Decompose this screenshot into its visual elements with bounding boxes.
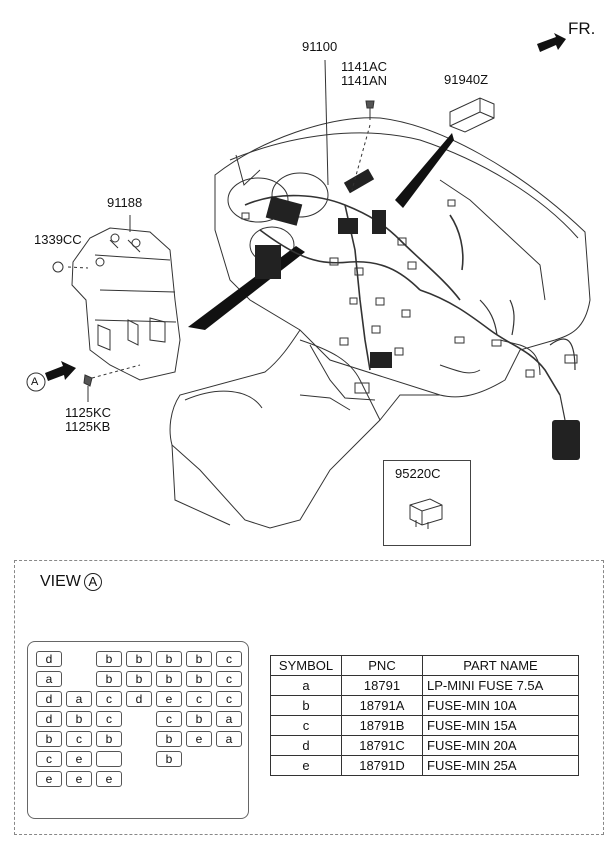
view-title-text: VIEW <box>40 573 81 590</box>
fuse-slot: c <box>66 731 92 747</box>
table-cell-symbol: c <box>270 715 342 736</box>
part-label-1141an: 1141AN <box>341 73 388 88</box>
fuse-slot: b <box>96 671 122 687</box>
fuse-slot: e <box>156 691 182 707</box>
fuse-panel: d b b b b c a b b b b c d a c d e c c d … <box>27 641 249 819</box>
dashboard-outline <box>214 117 591 398</box>
fuse-slot: e <box>66 771 92 787</box>
fuse-slot: e <box>36 771 62 787</box>
dashboard-wiring-drawing <box>26 33 591 529</box>
fuse-slot: e <box>186 731 212 747</box>
table-header-pnc: PNC <box>341 655 423 676</box>
part-label-91940z: 91940Z <box>444 72 489 87</box>
part-label-1125kc: 1125KC <box>65 405 112 420</box>
part-label-1125kb: 1125KB <box>65 419 111 434</box>
table-header-symbol: SYMBOL <box>270 655 342 676</box>
fuse-slot: c <box>96 691 122 707</box>
fuse-slot: b <box>36 731 62 747</box>
table-cell-part-name: FUSE-MIN 10A <box>422 695 579 716</box>
fuse-slot: b <box>156 731 182 747</box>
part-box-95220c: 95220C <box>383 460 471 546</box>
table-row: d 18791C FUSE-MIN 20A <box>270 735 579 756</box>
table-cell-symbol: b <box>270 695 342 716</box>
fuse-slot: b <box>96 731 122 747</box>
table-header-part-name: PART NAME <box>422 655 579 676</box>
table-row: b 18791A FUSE-MIN 10A <box>270 695 579 716</box>
fuse-slot: a <box>216 711 242 727</box>
fuse-slot: d <box>36 711 62 727</box>
part-label-95220c: 95220C <box>395 466 441 481</box>
fuse-slot: c <box>96 711 122 727</box>
fuse-slot-empty <box>96 751 122 767</box>
table-cell-pnc: 18791D <box>341 755 423 776</box>
fuse-slot: e <box>66 751 92 767</box>
center-console <box>169 329 440 529</box>
table-row: a 18791 LP-MINI FUSE 7.5A <box>270 675 579 696</box>
fuse-slot: d <box>36 691 62 707</box>
fuse-slot: b <box>186 711 212 727</box>
table-cell-pnc: 18791A <box>341 695 423 716</box>
fuse-slot: b <box>156 751 182 767</box>
fuse-slot: b <box>126 651 152 667</box>
table-cell-symbol: d <box>270 735 342 756</box>
table-cell-pnc: 18791C <box>341 735 423 756</box>
table-cell-symbol: a <box>270 675 342 696</box>
part-label-91188: 91188 <box>107 195 143 210</box>
part-label-1339cc: 1339CC <box>34 232 82 247</box>
relay-95220c-icon <box>409 498 443 529</box>
fuse-slot: b <box>186 671 212 687</box>
harness-band <box>188 246 305 330</box>
table-cell-pnc: 18791B <box>341 715 423 736</box>
view-marker-circle: A <box>83 573 102 591</box>
fuse-slot: b <box>96 651 122 667</box>
fuse-slot: b <box>186 651 212 667</box>
table-cell-part-name: LP-MINI FUSE 7.5A <box>422 675 579 696</box>
fuse-legend-table: SYMBOL PNC PART NAME a 18791 LP-MINI FUS… <box>270 655 579 776</box>
fuse-slot: c <box>156 711 182 727</box>
fuse-slot: c <box>216 691 242 707</box>
table-cell-part-name: FUSE-MIN 15A <box>422 715 579 736</box>
fuse-slot: d <box>126 691 152 707</box>
part-label-91100: 91100 <box>302 39 338 54</box>
fuse-slot: c <box>216 651 242 667</box>
junction-box-outline <box>71 227 181 381</box>
fuse-slot: a <box>66 691 92 707</box>
table-cell-pnc: 18791 <box>341 675 423 696</box>
table-header-row: SYMBOL PNC PART NAME <box>270 655 579 676</box>
part-label-1141ac: 1141AC <box>341 59 388 74</box>
fuse-slot: b <box>156 651 182 667</box>
fuse-slot: c <box>216 671 242 687</box>
table-cell-part-name: FUSE-MIN 20A <box>422 735 579 756</box>
fuse-slot: b <box>156 671 182 687</box>
front-arrow-icon <box>537 33 566 52</box>
fuse-slot: c <box>186 691 212 707</box>
fuse-slot: b <box>66 711 92 727</box>
fuse-slot: b <box>126 671 152 687</box>
fuse-slot: c <box>36 751 62 767</box>
table-cell-symbol: e <box>270 755 342 776</box>
fuse-slot: a <box>216 731 242 747</box>
table-cell-part-name: FUSE-MIN 25A <box>422 755 579 776</box>
table-row: c 18791B FUSE-MIN 15A <box>270 715 579 736</box>
view-a-marker: A <box>31 376 39 388</box>
fuse-slot: a <box>36 671 62 687</box>
fuse-slot: d <box>36 651 62 667</box>
table-row: e 18791D FUSE-MIN 25A <box>270 755 579 776</box>
view-a-arrow-icon <box>45 361 76 381</box>
front-direction-label: FR. <box>568 19 596 38</box>
fuse-slot: e <box>96 771 122 787</box>
